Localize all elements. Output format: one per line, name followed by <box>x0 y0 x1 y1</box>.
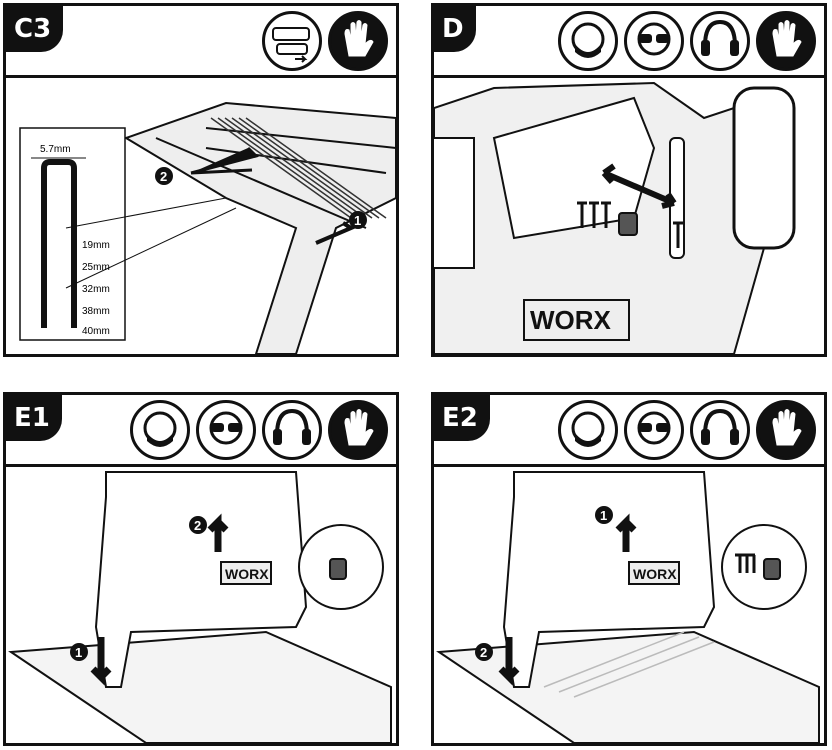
illustration-depth-adjust: WORX <box>434 78 824 354</box>
icon-row <box>262 11 388 71</box>
mask-icon <box>130 400 190 460</box>
length-label: 19mm <box>82 240 110 251</box>
panel-e1: E1 WORX 2 1 <box>3 392 399 746</box>
step-badge <box>595 506 613 524</box>
illustration-bump-fire: WORX 1 2 <box>434 467 824 743</box>
step-badge <box>475 643 493 661</box>
step-badge <box>349 211 367 229</box>
step-number: 2 <box>194 518 201 533</box>
loading-diagram-icon <box>262 11 322 71</box>
length-label: 40mm <box>82 326 110 337</box>
step-badge <box>155 167 173 185</box>
brand-logo: WORX <box>225 566 269 582</box>
length-label: 38mm <box>82 306 110 317</box>
panel-header: E1 <box>6 395 396 467</box>
step-badge <box>189 516 207 534</box>
panel-header: C3 <box>6 6 396 78</box>
icon-row <box>558 400 816 460</box>
goggles-icon <box>196 400 256 460</box>
gloves-icon <box>756 11 816 71</box>
gloves-icon <box>328 400 388 460</box>
mask-icon <box>558 11 618 71</box>
length-label: 32mm <box>82 284 110 295</box>
illustration-fire-nail: WORX 2 1 <box>6 467 396 743</box>
panel-e2: E2 WORX 1 2 <box>431 392 827 746</box>
step-number: 1 <box>600 508 607 523</box>
ear-protection-icon <box>262 400 322 460</box>
step-number: 2 <box>480 645 487 660</box>
step-tag: E2 <box>434 395 490 441</box>
step-number: 2 <box>160 169 167 184</box>
goggles-icon <box>624 11 684 71</box>
brand-logo: WORX <box>633 566 677 582</box>
step-number: 1 <box>354 213 361 228</box>
goggles-icon <box>624 400 684 460</box>
step-tag: C3 <box>6 6 64 52</box>
mask-icon <box>558 400 618 460</box>
panel-d: D WORX <box>431 3 827 357</box>
gloves-icon <box>756 400 816 460</box>
ear-protection-icon <box>690 400 750 460</box>
icon-row <box>130 400 388 460</box>
step-tag: D <box>434 6 476 52</box>
step-badge <box>70 643 88 661</box>
brand-logo: WORX <box>530 305 612 335</box>
ear-protection-icon <box>690 11 750 71</box>
panel-header: E2 <box>434 395 824 467</box>
illustration-load-staples: 5.7mm 19mm 25mm 32mm 38mm 40mm 1 2 <box>6 78 396 354</box>
panel-c3: C3 5.7mm 19mm 25mm 32mm <box>3 3 399 357</box>
length-label: 25mm <box>82 262 110 273</box>
step-tag: E1 <box>6 395 62 441</box>
icon-row <box>558 11 816 71</box>
staple-width-label: 5.7mm <box>40 144 71 155</box>
gloves-icon <box>328 11 388 71</box>
panel-header: D <box>434 6 824 78</box>
step-number: 1 <box>75 645 82 660</box>
